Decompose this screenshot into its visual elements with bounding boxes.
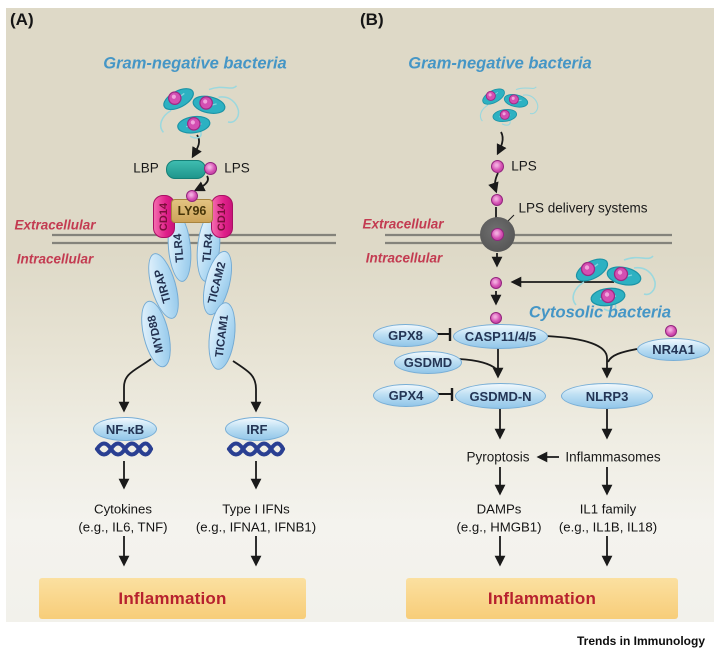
- lps-ball-casp: [490, 312, 502, 324]
- panel-a-arrows: [118, 134, 262, 567]
- inflammation-box-a: Inflammation: [39, 578, 306, 619]
- inflammasomes-label: Inflammasomes: [565, 449, 661, 465]
- inflammation-box-b: Inflammation: [406, 578, 678, 619]
- gpx4-node: GPX4: [373, 384, 439, 407]
- ly96-protein: LY96: [171, 199, 213, 223]
- lps-label-b: LPS: [511, 158, 537, 174]
- lbp-label: LBP: [133, 160, 159, 176]
- journal-name: Trends in Immunology: [576, 634, 706, 648]
- type1-ifns-output: Type I IFNs (e.g., IFNA1, IFNB1): [195, 501, 317, 535]
- cd14-right: CD14: [211, 195, 233, 238]
- nfkb-node: NF-κB: [93, 417, 157, 441]
- damps-output: DAMPs (e.g., HMGB1): [456, 501, 542, 535]
- panel-a-tag: (A): [10, 10, 34, 29]
- extracellular-label-b: Extracellular: [362, 216, 444, 232]
- lps-ball-b2: [491, 194, 503, 206]
- intracellular-label-a: Intracellular: [16, 251, 94, 267]
- nlrp3-node: NLRP3: [561, 383, 653, 409]
- panel-b-arrows: [437, 131, 638, 567]
- figure-background: [6, 8, 714, 622]
- lps-ball-b3: [490, 277, 502, 289]
- lps-delivery-label: LPS delivery systems: [518, 200, 648, 216]
- cytokines-output: Cytokines (e.g., IL6, TNF): [78, 501, 168, 535]
- gsdmd-node: GSDMD: [394, 351, 462, 374]
- dna-helix-irf: [227, 441, 285, 457]
- gsdmd-n-node: GSDMD-N: [455, 383, 546, 409]
- cytosolic-bacteria-label: Cytosolic bacteria: [528, 303, 672, 322]
- gram-negative-bacteria-icon-b: [479, 85, 539, 126]
- dna-helix-nfkb: [95, 441, 153, 457]
- il1-family-output: IL1 family (e.g., IL1B, IL18): [558, 501, 658, 535]
- nr4a1-node: NR4A1: [637, 338, 710, 361]
- lps-ball-vesicle: [491, 228, 504, 241]
- panel-b-heading: Gram-negative bacteria: [408, 54, 592, 73]
- membrane-lines: [52, 233, 672, 245]
- lps-ball-lbp: [204, 162, 217, 175]
- pyroptosis-label: Pyroptosis: [466, 449, 530, 465]
- lps-ball-nr4a1: [665, 325, 677, 337]
- lps-label-a: LPS: [224, 160, 250, 176]
- extracellular-label-a: Extracellular: [14, 217, 96, 233]
- lps-ball-receptor: [186, 190, 198, 202]
- casp11-4-5-node: CASP11/4/5: [453, 324, 548, 349]
- panel-a-heading: Gram-negative bacteria: [103, 54, 287, 73]
- panel-b-tag: (B): [360, 10, 384, 29]
- irf-node: IRF: [225, 417, 289, 441]
- gram-negative-bacteria-icon-a: [159, 83, 240, 139]
- intracellular-label-b: Intracellular: [365, 250, 443, 266]
- lps-ball-b1: [491, 160, 504, 173]
- lbp-protein: [166, 160, 206, 179]
- gpx8-node: GPX8: [373, 324, 438, 347]
